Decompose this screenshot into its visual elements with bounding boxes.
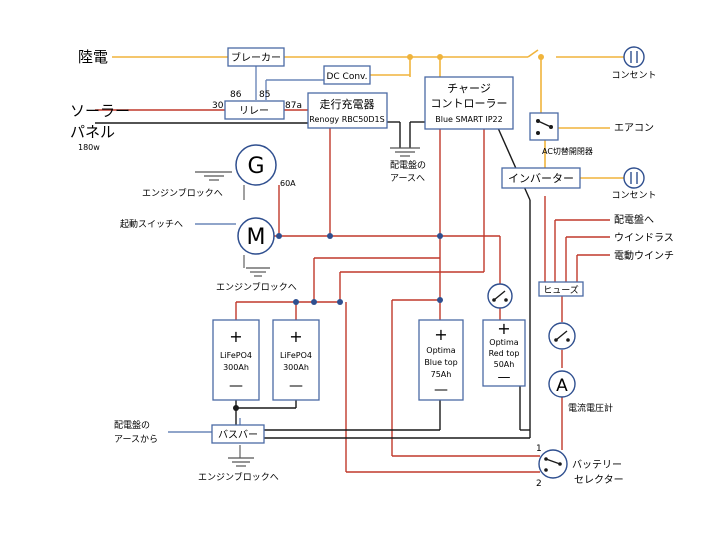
inverter-label: インバーター — [508, 172, 574, 185]
generator-symbol: G — [235, 144, 277, 186]
motor-letter: M — [247, 225, 266, 250]
fuse-label: ヒューズ — [543, 284, 579, 296]
battery-lifepo4-2: + LiFePO4 300Ah — — [272, 319, 320, 401]
dc-dc-charger-title: 走行充電器 — [320, 97, 375, 111]
outlet-icon-inverter — [623, 167, 645, 189]
relay-pin-30: 30 — [212, 101, 224, 111]
battery-capacity: 300Ah — [223, 363, 249, 372]
battery-lifepo4-1: + LiFePO4 300Ah — — [212, 319, 260, 401]
charge-controller-title-2: コントローラー — [431, 97, 508, 110]
inverter-box — [501, 167, 581, 189]
ground-symbol-generator — [195, 171, 232, 181]
selector-label-2: セレクター — [574, 474, 624, 486]
engine-block-label-2: エンジンブロックへ — [216, 281, 297, 293]
dc-dc-charger-model: Renogy RBC50D1S — [309, 115, 384, 124]
solar-label-1: ソーラー — [70, 102, 130, 120]
solar-label-2: パネル — [70, 123, 115, 141]
from-panel-earth-label-1: 配電盤の — [114, 419, 150, 431]
ground-symbol-motor — [246, 267, 270, 277]
battery-plus: + — [434, 325, 447, 344]
ac-switch-label: AC切替開閉器 — [542, 146, 593, 156]
relay-box — [224, 100, 285, 120]
battery-plus: + — [497, 319, 510, 338]
aircon-label: エアコン — [614, 123, 654, 134]
panel-earth-label-2: アースへ — [390, 174, 425, 184]
battery-optima-blue: + Optima Blue top 75Ah — — [418, 319, 464, 401]
negative-wiring — [95, 121, 531, 439]
charge-controller-model: Blue SMART IP22 — [435, 115, 502, 124]
relay-pin-86: 86 — [230, 90, 242, 100]
battery-model: Blue top — [424, 358, 457, 367]
starter-switch-label: 起動スイッチへ — [120, 219, 183, 230]
engine-block-label-3: エンジンブロックへ — [198, 471, 279, 483]
panel-earth-label-1: 配電盤の — [390, 159, 426, 171]
battery-selector-symbol — [538, 449, 568, 479]
charge-controller-box — [424, 76, 514, 130]
ground-symbol-panel — [390, 147, 420, 157]
windlass-label: ウインドラス — [614, 232, 674, 244]
battery-plus: + — [229, 327, 242, 346]
positive-wiring — [95, 109, 610, 473]
battery-capacity: 50Ah — [494, 360, 515, 369]
busbar-label: バスバー — [218, 429, 258, 441]
ac-wiring — [112, 49, 625, 179]
motor-symbol: M — [237, 217, 275, 255]
selector-label-1: バッテリー — [572, 459, 622, 471]
shore-power-label: 陸電 — [78, 48, 108, 66]
battery-minus: — — [498, 370, 511, 385]
to-panel-label: 配電盤へ — [614, 213, 654, 226]
battery-capacity: 300Ah — [283, 363, 309, 372]
fuse-box — [538, 281, 584, 297]
relay-label: リレー — [239, 106, 269, 117]
battery-chem: LiFePO4 — [220, 351, 252, 360]
selector-pos-2: 2 — [536, 479, 542, 489]
busbar-box — [211, 424, 265, 444]
battery-brand: Optima — [426, 346, 456, 355]
solar-watt-label: 180w — [78, 143, 100, 152]
dc-dc-charger-box — [307, 92, 388, 129]
from-panel-earth-label-2: アースから — [114, 434, 158, 445]
engine-block-label-1: エンジンブロックへ — [142, 187, 223, 199]
outlet-top-label: コンセント — [611, 70, 656, 81]
battery-minus: — — [434, 382, 448, 398]
generator-letter: G — [247, 154, 264, 179]
dc-conv-box — [323, 65, 371, 85]
battery-minus: — — [229, 378, 243, 394]
dc-conv-label: DC Conv. — [326, 72, 367, 82]
breaker-label: ブレーカー — [231, 51, 281, 64]
outlet-icon-top — [623, 46, 645, 68]
battery-optima-red: + Optima Red top 50Ah — — [482, 319, 526, 387]
ammeter-label: 電流電圧計 — [568, 402, 613, 414]
breaker-box — [227, 47, 285, 67]
battery-brand: Optima — [489, 338, 519, 347]
battery-model: Red top — [489, 349, 520, 358]
winch-label: 電動ウインチ — [614, 249, 674, 262]
battery-chem: LiFePO4 — [280, 351, 312, 360]
battery-capacity: 75Ah — [431, 370, 452, 379]
ammeter-symbol: A — [548, 370, 576, 398]
relay-pin-87a: 87a — [285, 101, 302, 111]
switch-main — [548, 322, 576, 350]
relay-pin-85: 85 — [259, 90, 270, 100]
battery-plus: + — [289, 327, 302, 346]
outlet-inverter-label: コンセント — [611, 190, 656, 201]
selector-pos-1: 1 — [536, 444, 542, 454]
ground-symbol-busbar — [228, 457, 254, 467]
gen-amp-label: 60A — [280, 179, 296, 188]
switch-red-top — [487, 283, 513, 309]
ammeter-letter: A — [556, 376, 568, 396]
battery-minus: — — [289, 378, 303, 394]
ac-switch-box — [529, 112, 559, 141]
misc-wiring — [239, 185, 245, 458]
charge-controller-title-1: チャージ — [447, 82, 491, 95]
